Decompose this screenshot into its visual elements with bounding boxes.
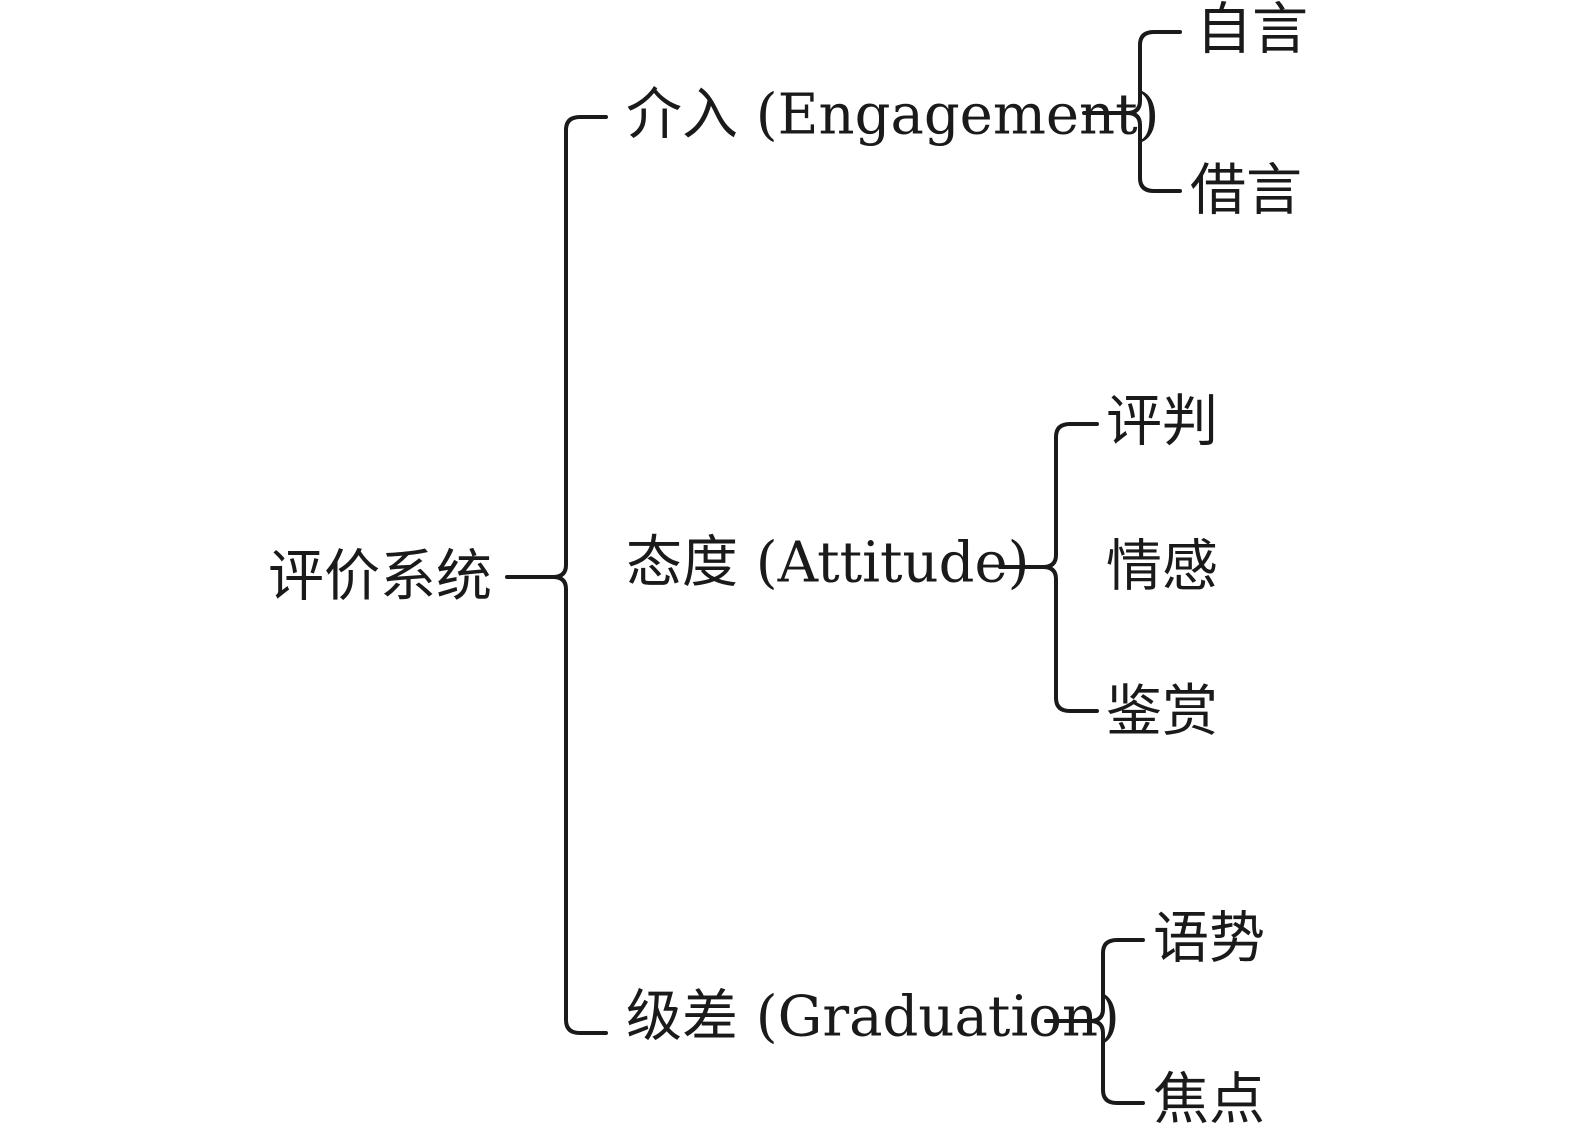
branch-engagement-label: 介入 (Engagement) bbox=[626, 83, 1159, 148]
graduation-child-label: 焦点 bbox=[1153, 1068, 1265, 1133]
engagement-child-label: 借言 bbox=[1190, 159, 1302, 224]
branch-attitude-label: 态度 (Attitude) bbox=[626, 531, 1029, 596]
attitude-child-label: 情感 bbox=[1106, 535, 1218, 600]
root-brace bbox=[505, 115, 608, 1035]
root-label: 评价系统 bbox=[268, 545, 492, 610]
branch-graduation-label: 级差 (Graduation) bbox=[626, 985, 1120, 1050]
attitude-brace bbox=[998, 422, 1099, 713]
graduation-child-label: 语势 bbox=[1153, 907, 1265, 972]
attitude-child-label: 评判 bbox=[1106, 390, 1218, 455]
graduation-brace bbox=[1044, 938, 1145, 1105]
engagement-brace bbox=[1082, 30, 1182, 193]
engagement-child-label: 自言 bbox=[1196, 0, 1308, 63]
attitude-child-label: 鉴赏 bbox=[1106, 680, 1218, 745]
